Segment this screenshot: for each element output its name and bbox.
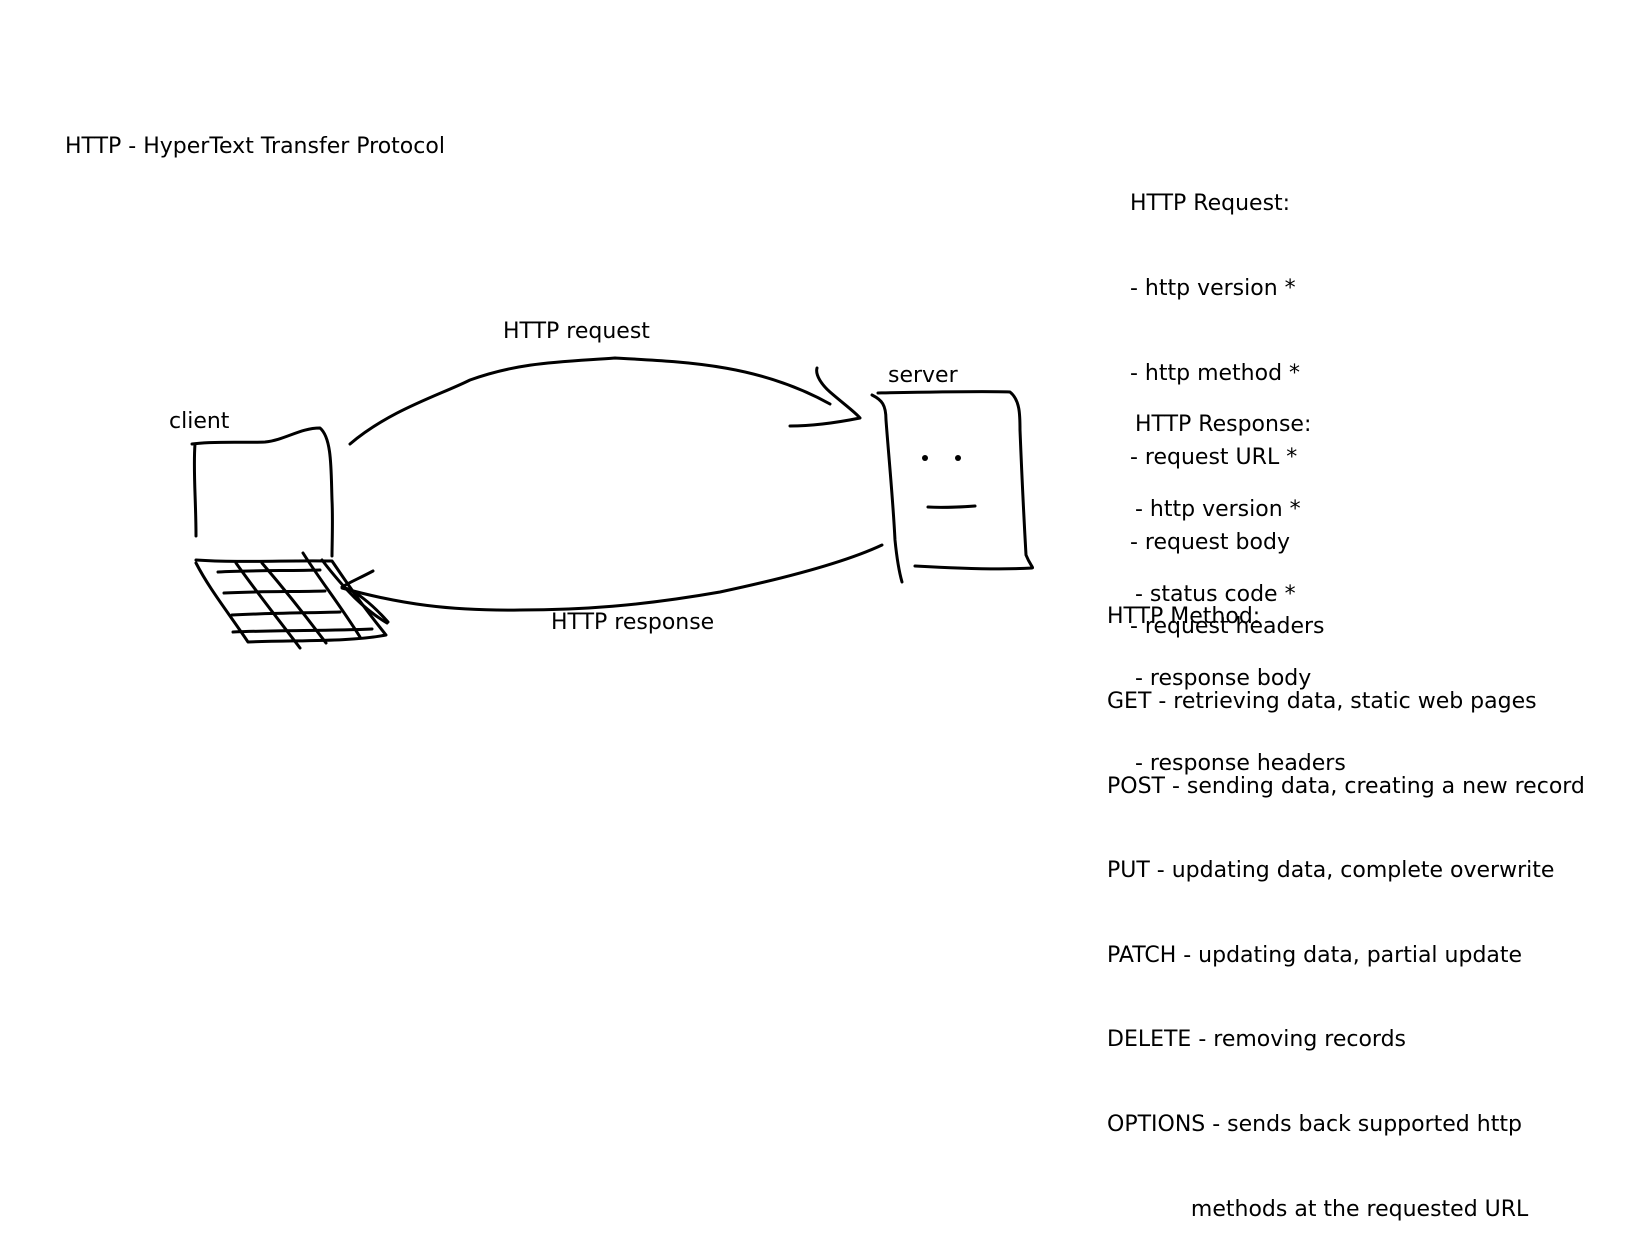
http-method-heading: HTTP Method: bbox=[1107, 604, 1261, 630]
server-eye-right bbox=[955, 455, 961, 461]
http-response-heading: HTTP Response: bbox=[1135, 412, 1312, 438]
keyboard-line-3 bbox=[230, 610, 342, 617]
list-item: methods at the requested URL bbox=[1107, 1196, 1529, 1222]
server-mouth bbox=[926, 504, 977, 509]
http-request-heading: HTTP Request: bbox=[1130, 191, 1291, 217]
laptop-icon bbox=[190, 426, 389, 650]
server-icon bbox=[870, 390, 1034, 584]
http-request-section: HTTP Request: - http version * - http me… bbox=[1130, 134, 1325, 670]
list-item: GET - retrieving data, static web pages bbox=[1107, 689, 1537, 714]
arrow-right-icon bbox=[348, 356, 862, 446]
keyboard-key-3 bbox=[301, 551, 362, 639]
list-item: - http version * bbox=[1135, 497, 1301, 522]
list-item: - response headers bbox=[1135, 750, 1346, 776]
response-label: HTTP response bbox=[551, 610, 715, 635]
list-item: DELETE - removing records bbox=[1107, 1027, 1407, 1053]
request-arrowhead bbox=[788, 366, 862, 428]
laptop-keyboard bbox=[194, 558, 388, 644]
client-label: client bbox=[169, 409, 230, 434]
list-item: - request body bbox=[1130, 529, 1290, 555]
list-item: OPTIONS - sends back supported http bbox=[1107, 1111, 1522, 1137]
server-eye-left bbox=[922, 455, 928, 461]
list-item: - http method * bbox=[1130, 360, 1301, 386]
server-body-top-right bbox=[876, 390, 1034, 571]
keyboard-key-2 bbox=[260, 561, 328, 645]
sketch-canvas bbox=[190, 356, 1034, 650]
http-response-section: HTTP Response: - http version * - status… bbox=[1135, 355, 1346, 806]
page-title: HTTP - HyperText Transfer Protocol bbox=[65, 134, 445, 159]
http-method-section: HTTP Method: GET - retrieving data, stat… bbox=[1107, 547, 1585, 1252]
keyboard-key-1 bbox=[234, 561, 302, 650]
keyboard-line-2 bbox=[222, 589, 327, 595]
list-item: POST - sending data, creating a new reco… bbox=[1107, 773, 1585, 799]
server-body-left bbox=[870, 393, 904, 584]
list-item: PATCH - updating data, partial update bbox=[1107, 942, 1523, 968]
server-label: server bbox=[888, 363, 958, 388]
laptop-screen bbox=[190, 426, 334, 558]
arrow-left-icon bbox=[340, 543, 884, 624]
request-arrow-curve bbox=[348, 356, 832, 446]
list-item: - request headers bbox=[1130, 614, 1325, 640]
keyboard-line-4 bbox=[231, 627, 374, 634]
list-item: - request URL * bbox=[1130, 445, 1298, 471]
response-arrowhead bbox=[340, 569, 390, 624]
response-arrow-curve bbox=[340, 543, 884, 612]
list-item: - status code * bbox=[1135, 581, 1296, 607]
list-item: - response body bbox=[1135, 666, 1312, 692]
request-label: HTTP request bbox=[503, 319, 650, 344]
list-item: PUT - updating data, complete overwrite bbox=[1107, 858, 1555, 884]
keyboard-key-4 bbox=[320, 558, 389, 625]
list-item: - http version * bbox=[1130, 276, 1296, 301]
